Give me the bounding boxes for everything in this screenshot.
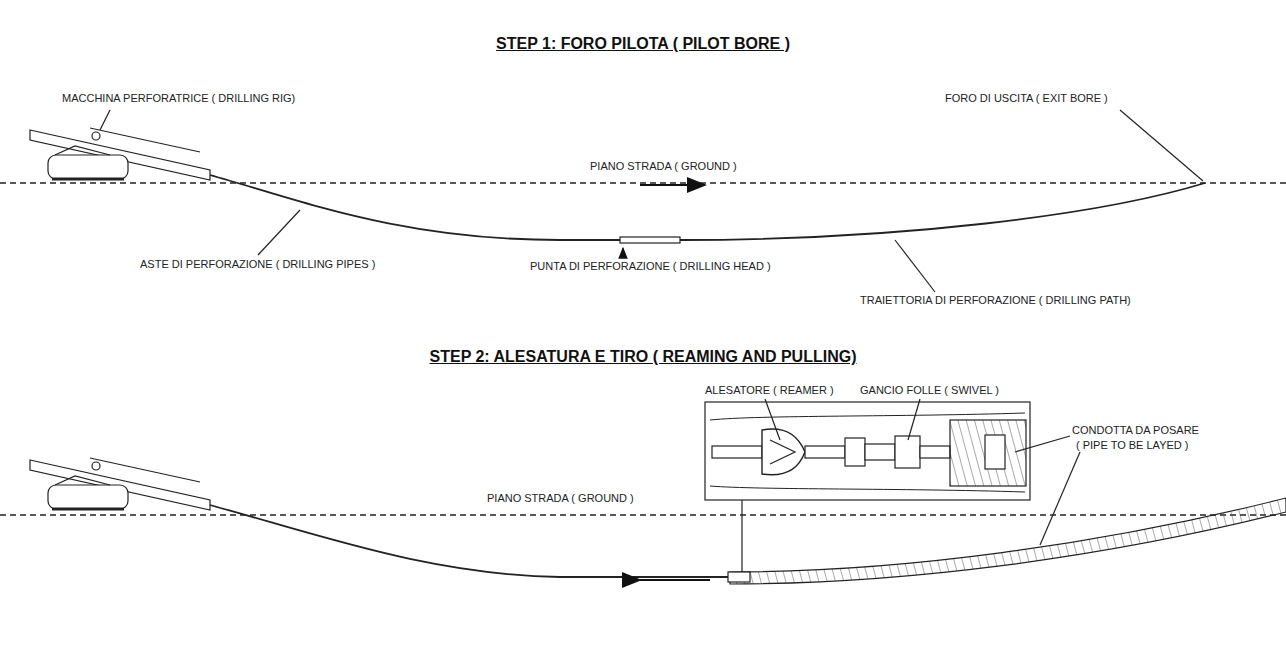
drilling-head xyxy=(620,237,680,243)
step-title: STEP 2: ALESATURA E TIRO ( REAMING AND P… xyxy=(430,348,857,366)
drilling-path xyxy=(210,175,1205,240)
drilling-rig xyxy=(30,128,210,180)
step-title: STEP 1: FORO PILOTA ( PILOT BORE ) xyxy=(496,35,790,53)
part-label: ASTE DI PERFORAZIONE ( DRILLING PIPES ) xyxy=(140,258,375,271)
ground-label: PIANO STRADA ( GROUND ) xyxy=(590,160,737,173)
part-label: MACCHINA PERFORATRICE ( DRILLING RIG) xyxy=(62,92,295,105)
drilling-rig xyxy=(30,458,210,510)
part-label: ( PIPE TO BE LAYED ) xyxy=(1076,439,1188,452)
part-label: ALESATORE ( REAMER ) xyxy=(705,384,834,397)
part-label: TRAIETTORIA DI PERFORAZIONE ( DRILLING P… xyxy=(860,294,1131,307)
part-label: GANCIO FOLLE ( SWIVEL ) xyxy=(860,384,999,397)
pipe-to-be-laid xyxy=(730,498,1286,584)
part-label: CONDOTTA DA POSARE xyxy=(1072,424,1199,437)
part-label: PUNTA DI PERFORAZIONE ( DRILLING HEAD ) xyxy=(530,260,771,273)
reamer xyxy=(728,572,750,582)
part-label: FORO DI USCITA ( EXIT BORE ) xyxy=(945,92,1108,105)
inset-frame xyxy=(705,402,1030,500)
ground-label: PIANO STRADA ( GROUND ) xyxy=(487,492,634,505)
